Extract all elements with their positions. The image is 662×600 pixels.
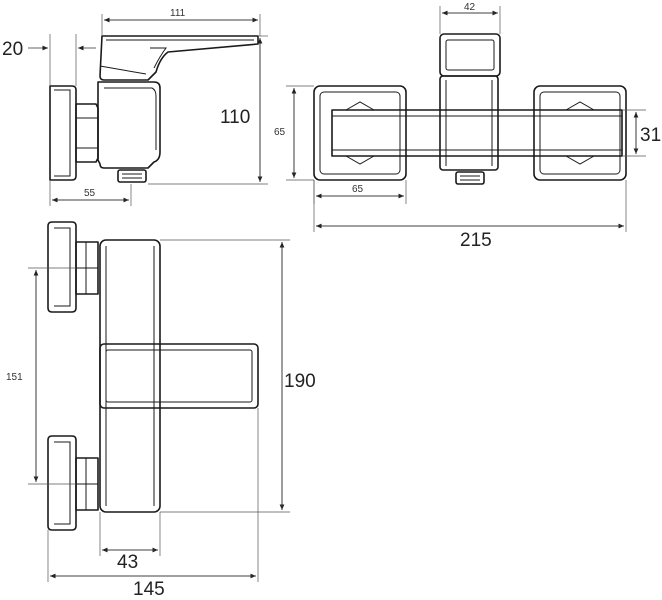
dim-front-height-right: 31 (640, 125, 661, 146)
dim-front-total-width: 215 (460, 230, 492, 251)
dim-side-height: 110 (220, 107, 250, 128)
dim-front-top: 42 (464, 2, 476, 13)
side-view: 20 111 110 55 (2, 8, 268, 206)
dim-top-spacing: 151 (6, 372, 23, 383)
dim-side-base: 55 (84, 188, 96, 199)
dim-side-top-width: 111 (170, 8, 186, 19)
dim-front-handle-height: 65 (274, 127, 286, 138)
dim-front-handle-width: 65 (352, 184, 364, 195)
dim-top-total-depth: 145 (133, 579, 165, 600)
dim-side-depth: 20 (2, 39, 23, 60)
dim-top-body-width: 43 (117, 552, 138, 573)
top-view: 151 190 43 145 (6, 221, 316, 600)
dim-top-total-height: 190 (284, 371, 316, 392)
front-view: 42 65 65 31 215 (274, 2, 661, 251)
